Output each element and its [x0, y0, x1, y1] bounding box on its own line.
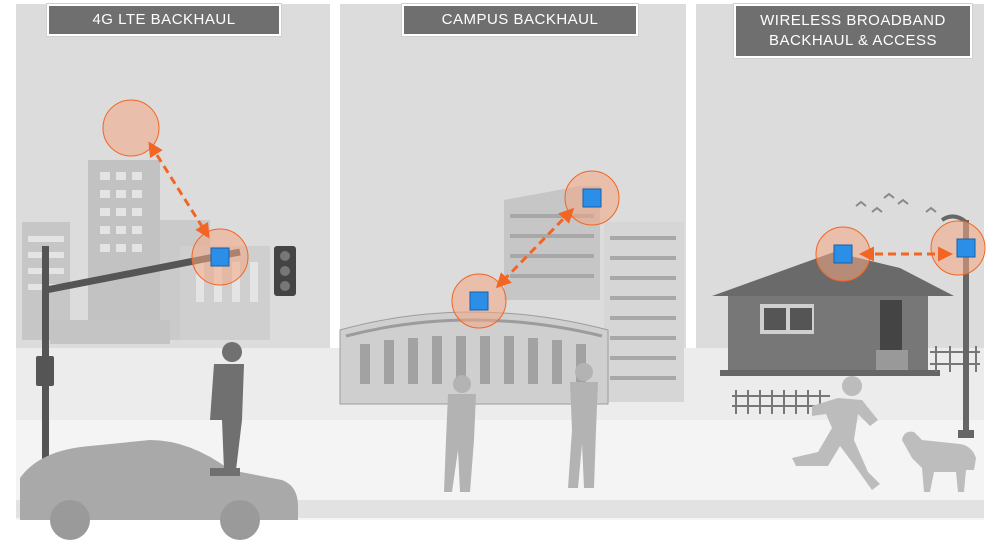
dog-icon	[902, 431, 976, 492]
panel-title-line: BACKHAUL & ACCESS	[769, 32, 937, 49]
street-light-icon	[940, 214, 974, 438]
person-icon	[444, 363, 598, 492]
link-arrow-icon	[495, 207, 575, 289]
radio-unit-campus-hall	[451, 273, 507, 329]
panel-title-line: CAMPUS BACKHAUL	[441, 11, 599, 28]
fence	[732, 346, 980, 414]
radio-unit-tower	[102, 99, 160, 157]
panel-title-wireless-broadband: WIRELESS BROADBAND BACKHAUL & ACCESS	[734, 4, 972, 58]
car-icon	[20, 440, 298, 540]
panel-title-4g-lte: 4G LTE BACKHAUL	[47, 4, 281, 36]
radio-unit-street-light	[930, 220, 986, 276]
panel-title-campus: CAMPUS BACKHAUL	[402, 4, 638, 36]
radio-unit-roof	[815, 226, 871, 282]
panel-divider-1	[330, 4, 340, 348]
bird-icon	[855, 192, 937, 213]
traffic-light-icon	[36, 246, 296, 472]
link-arrow-icon	[148, 141, 210, 239]
radio-unit-pole	[191, 228, 249, 286]
person-icon	[792, 376, 880, 490]
panel-divider-2	[686, 4, 696, 348]
radio-unit-campus-tower	[564, 170, 620, 226]
person-icon	[210, 342, 244, 476]
panel-title-line: 4G LTE BACKHAUL	[92, 11, 236, 28]
panel-title-line: WIRELESS BROADBAND	[760, 12, 946, 29]
